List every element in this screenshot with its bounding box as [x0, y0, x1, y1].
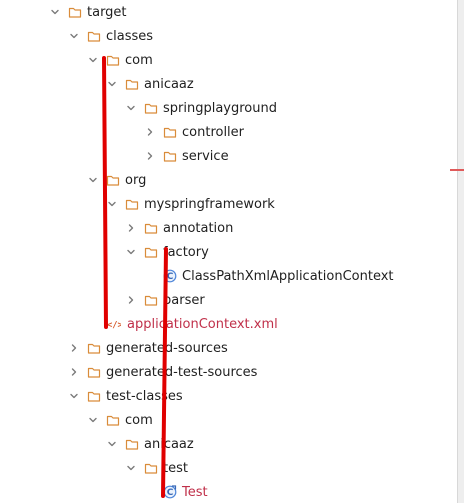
tree-row[interactable]: com — [0, 408, 458, 432]
xml-file-icon: </> — [106, 317, 122, 331]
svg-text:C: C — [167, 272, 174, 282]
tree-item-label: annotation — [163, 220, 234, 236]
tree-item-label: controller — [182, 124, 245, 140]
tree-row[interactable]: C Test — [0, 480, 458, 504]
tree-row[interactable]: parser — [0, 288, 458, 312]
tree-row[interactable]: com — [0, 48, 458, 72]
tree-item-label: springplayground — [163, 100, 277, 116]
tree-item-label: myspringframework — [144, 196, 275, 212]
folder-icon — [68, 5, 82, 19]
tree-row[interactable]: anicaaz — [0, 432, 458, 456]
chevron-down-icon[interactable] — [86, 48, 100, 72]
tree-row[interactable]: classes — [0, 24, 458, 48]
chevron-right-icon[interactable] — [124, 288, 138, 312]
tree-item-label: org — [125, 172, 147, 188]
tree-row[interactable]: annotation — [0, 216, 458, 240]
folder-icon — [144, 221, 158, 235]
tree-item-label: generated-sources — [106, 340, 228, 356]
chevron-down-icon[interactable] — [67, 384, 81, 408]
tree-item-label: factory — [163, 244, 209, 260]
chevron-down-icon[interactable] — [48, 0, 62, 24]
tree-item-label: test — [163, 460, 188, 476]
tree-item-label: anicaaz — [144, 436, 194, 452]
tree-item-label: com — [125, 412, 153, 428]
tree-item-label: parser — [163, 292, 205, 308]
editor-edge-marker — [450, 169, 464, 171]
tree-row[interactable]: springplayground — [0, 96, 458, 120]
svg-text:C: C — [167, 488, 174, 498]
chevron-down-icon[interactable] — [124, 456, 138, 480]
tree-row[interactable]: generated-sources — [0, 336, 458, 360]
folder-icon — [125, 437, 139, 451]
tree-row[interactable]: factory — [0, 240, 458, 264]
vertical-scrollbar[interactable] — [457, 0, 464, 503]
chevron-down-icon[interactable] — [105, 192, 119, 216]
chevron-right-icon[interactable] — [143, 144, 157, 168]
folder-icon — [87, 341, 101, 355]
tree-row[interactable]: test — [0, 456, 458, 480]
folder-icon — [144, 461, 158, 475]
chevron-right-icon[interactable] — [67, 336, 81, 360]
folder-icon — [106, 413, 120, 427]
chevron-down-icon[interactable] — [124, 96, 138, 120]
tree-row[interactable]: controller — [0, 120, 458, 144]
folder-icon — [106, 173, 120, 187]
chevron-down-icon[interactable] — [124, 240, 138, 264]
tree-row[interactable]: anicaaz — [0, 72, 458, 96]
tree-item-label: classes — [106, 28, 154, 44]
tree-item-label: ClassPathXmlApplicationContext — [182, 268, 394, 284]
chevron-down-icon[interactable] — [105, 432, 119, 456]
folder-icon — [144, 101, 158, 115]
svg-text:</>: </> — [107, 321, 121, 331]
tree-row[interactable]: service — [0, 144, 458, 168]
tree-leaf-spacer — [143, 264, 157, 288]
folder-icon — [163, 125, 177, 139]
tree-item-label: target — [87, 4, 127, 20]
folder-icon — [144, 245, 158, 259]
tree-row[interactable]: target — [0, 0, 458, 24]
chevron-right-icon[interactable] — [143, 120, 157, 144]
chevron-down-icon[interactable] — [86, 408, 100, 432]
tree-row[interactable]: myspringframework — [0, 192, 458, 216]
tree-row[interactable]: test-classes — [0, 384, 458, 408]
tree-leaf-spacer — [86, 312, 100, 336]
chevron-right-icon[interactable] — [124, 216, 138, 240]
folder-icon — [125, 197, 139, 211]
tree-row[interactable]: C ClassPathXmlApplicationContext — [0, 264, 458, 288]
tree-item-label: Test — [182, 484, 208, 500]
chevron-down-icon[interactable] — [67, 24, 81, 48]
tree-row[interactable]: </> applicationContext.xml — [0, 312, 458, 336]
tree-item-label: anicaaz — [144, 76, 194, 92]
folder-icon — [163, 149, 177, 163]
tree-item-label: applicationContext.xml — [127, 316, 278, 332]
tree-row[interactable]: generated-test-sources — [0, 360, 458, 384]
java-test-class-icon: C — [163, 485, 177, 499]
java-class-icon: C — [163, 269, 177, 283]
tree-item-label: generated-test-sources — [106, 364, 258, 380]
folder-icon — [87, 365, 101, 379]
tree-item-label: com — [125, 52, 153, 68]
folder-icon — [144, 293, 158, 307]
tree-item-label: service — [182, 148, 229, 164]
folder-icon — [125, 77, 139, 91]
tree-item-label: test-classes — [106, 388, 183, 404]
folder-icon — [87, 389, 101, 403]
folder-icon — [106, 53, 120, 67]
chevron-down-icon[interactable] — [86, 168, 100, 192]
folder-icon — [87, 29, 101, 43]
chevron-right-icon[interactable] — [67, 360, 81, 384]
tree-row[interactable]: org — [0, 168, 458, 192]
chevron-down-icon[interactable] — [105, 72, 119, 96]
tree-leaf-spacer — [143, 480, 157, 504]
